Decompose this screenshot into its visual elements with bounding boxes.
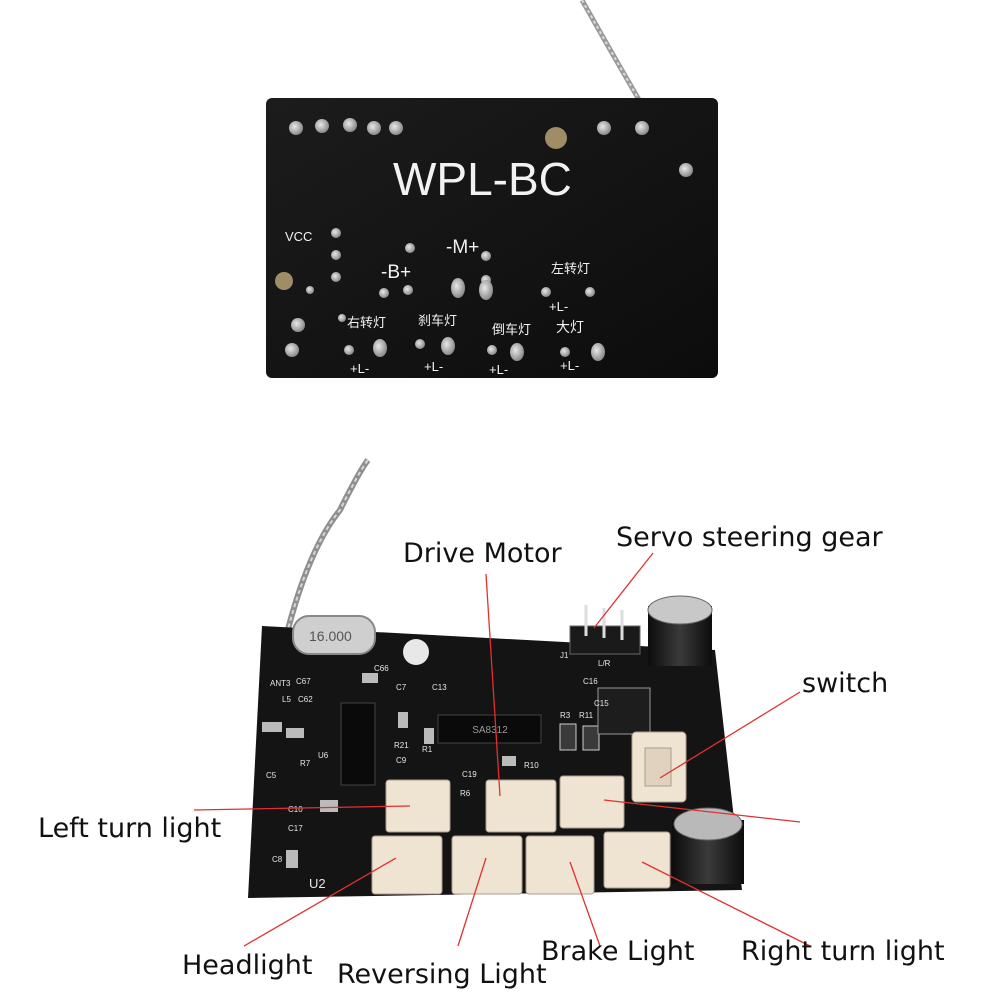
svg-text:C13: C13 — [432, 683, 447, 692]
svg-text:ANT3: ANT3 — [270, 679, 291, 688]
top-vias — [285, 118, 693, 357]
svg-text:R10: R10 — [524, 761, 539, 770]
svg-text:C62: C62 — [298, 695, 313, 704]
leader-reversing — [457, 857, 487, 947]
callout-switch: switch — [802, 668, 889, 699]
svg-text:U2: U2 — [309, 876, 326, 891]
svg-text:U6: U6 — [318, 751, 329, 760]
top-reverse-label: 倒车灯 — [492, 322, 531, 337]
leader-left-turn — [193, 805, 411, 811]
svg-text:C66: C66 — [374, 664, 389, 673]
leader-right-turn — [641, 861, 811, 947]
svg-text:C7: C7 — [396, 683, 407, 692]
svg-text:C9: C9 — [396, 756, 407, 765]
callout-headlight: Headlight — [182, 950, 313, 981]
top-solder-pads — [344, 278, 605, 361]
top-polarity-right-turn: +L- — [350, 361, 369, 376]
svg-text:C19: C19 — [462, 770, 477, 779]
top-capacitor — [647, 595, 713, 666]
svg-text:SA8312: SA8312 — [472, 725, 508, 736]
jst-connectors — [371, 775, 671, 895]
smd-components — [262, 673, 651, 868]
leader-servo — [593, 552, 654, 629]
svg-text:L5: L5 — [282, 695, 291, 704]
top-motor-label: -M+ — [446, 237, 479, 258]
top-pcb — [266, 98, 718, 378]
top-battery-label: -B+ — [381, 262, 411, 283]
svg-text:R21: R21 — [394, 741, 409, 750]
top-left-turn-label: 左转灯 — [551, 261, 590, 276]
leader-switch — [659, 691, 801, 779]
svg-text:R1: R1 — [422, 745, 433, 754]
switch-connector — [631, 731, 687, 803]
leader-brake — [569, 861, 601, 947]
top-antenna-wire — [579, 0, 648, 112]
svg-text:L/R: L/R — [598, 659, 611, 668]
leader-unlabeled — [603, 799, 801, 823]
callout-drive-motor: Drive Motor — [403, 538, 562, 569]
svg-text:C17: C17 — [288, 824, 303, 833]
svg-text:C8: C8 — [272, 855, 283, 864]
callout-leader-lines — [193, 552, 811, 947]
top-right-turn-label: 右转灯 — [347, 315, 386, 330]
top-polarity-reverse: +L- — [489, 362, 508, 377]
leader-headlight — [243, 857, 397, 947]
svg-text:C10: C10 — [288, 805, 303, 814]
top-brake-label: 刹车灯 — [418, 313, 457, 328]
top-polarity-brake: +L- — [424, 359, 443, 374]
callout-brake: Brake Light — [541, 936, 695, 967]
top-vcc-label: VCC — [285, 229, 312, 244]
svg-text:C5: C5 — [266, 771, 277, 780]
leader-drive-motor — [485, 573, 501, 797]
top-polarity-left-turn: +L- — [549, 299, 568, 314]
callout-right-turn: Right turn light — [741, 936, 945, 967]
svg-text:R11: R11 — [579, 711, 594, 720]
main-ic-chip: SA8312 — [437, 714, 542, 744]
callout-left-turn: Left turn light — [38, 813, 222, 844]
svg-text:16.000: 16.000 — [309, 628, 352, 644]
bottom-capacitor — [672, 807, 744, 884]
crystal-oscillator: 16.000 — [292, 615, 376, 655]
top-mount-hole-left — [275, 272, 293, 290]
top-polarity-headlight: +L- — [560, 358, 579, 373]
top-model-label: WPL-BC — [393, 153, 572, 205]
callout-servo: Servo steering gear — [616, 522, 883, 553]
svg-text:C15: C15 — [594, 699, 609, 708]
callout-reversing: Reversing Light — [337, 959, 547, 990]
svg-text:R7: R7 — [300, 759, 311, 768]
top-mount-hole — [545, 127, 567, 149]
servo-pin-header — [569, 605, 641, 655]
svg-text:J1: J1 — [560, 651, 569, 660]
component-silk-labels: ANT3 C67 C66 C7 C13 L5 C62 U6 R7 R21 R1 … — [266, 651, 611, 891]
bottom-mount-hole — [403, 639, 429, 665]
top-headlight-label: 大灯 — [556, 319, 584, 335]
u6-chip — [340, 702, 376, 786]
svg-text:C16: C16 — [583, 677, 598, 686]
svg-text:R3: R3 — [560, 711, 571, 720]
svg-text:C67: C67 — [296, 677, 311, 686]
svg-text:R6: R6 — [460, 789, 471, 798]
